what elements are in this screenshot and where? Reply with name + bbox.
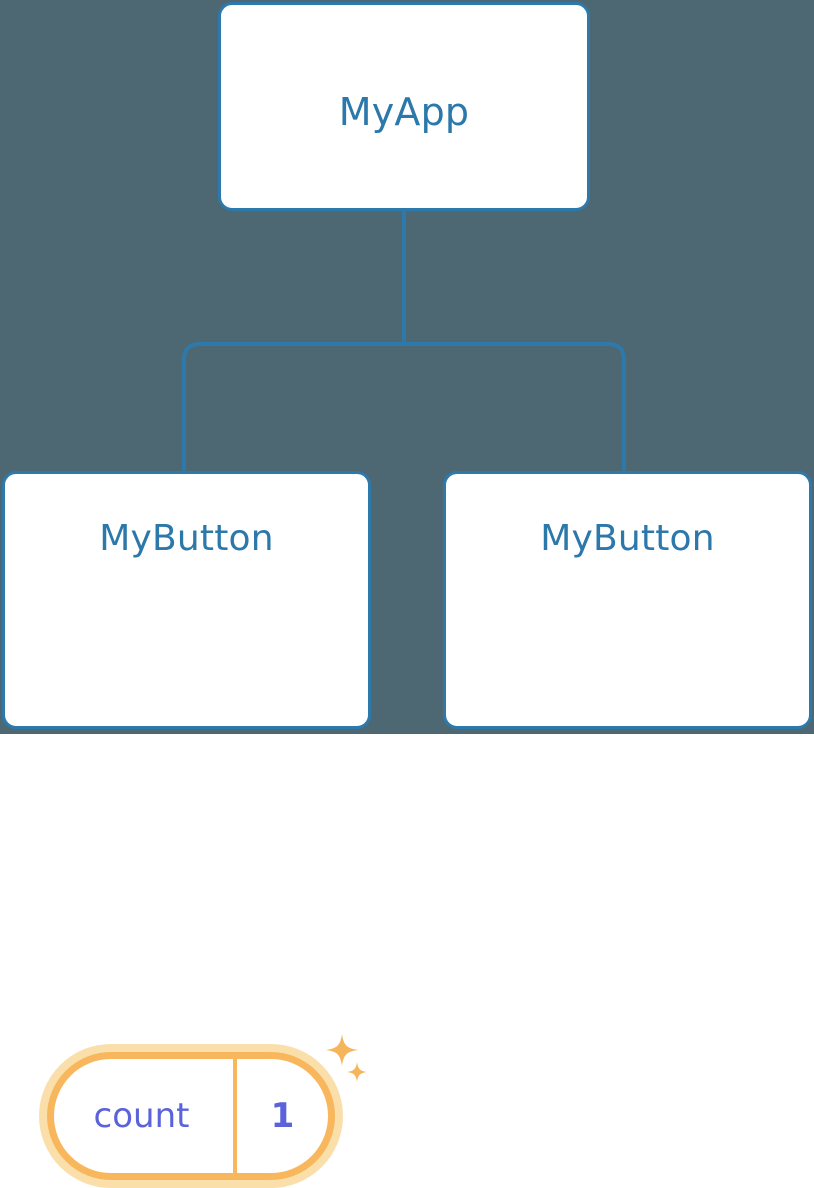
edge-to-left-child xyxy=(182,342,404,474)
node-title: MyButton xyxy=(99,518,274,559)
state-key: count xyxy=(54,1059,237,1173)
sparkle-icon xyxy=(347,1062,367,1082)
edge-to-right-child xyxy=(404,342,626,474)
node-title: MyApp xyxy=(338,90,470,134)
edge-layer xyxy=(182,208,626,474)
node-mybutton-left[interactable]: MyButton count 1 xyxy=(2,471,371,1188)
node-mybutton-right[interactable]: MyButton count 0 xyxy=(443,471,812,729)
state-value: 1 xyxy=(270,1096,295,1136)
state-pill[interactable]: count 1 xyxy=(47,1052,335,1180)
node-title: MyButton xyxy=(540,518,715,559)
state-pill-highlighted[interactable]: count 1 xyxy=(39,1044,343,1188)
node-myapp[interactable]: MyApp xyxy=(218,2,590,211)
